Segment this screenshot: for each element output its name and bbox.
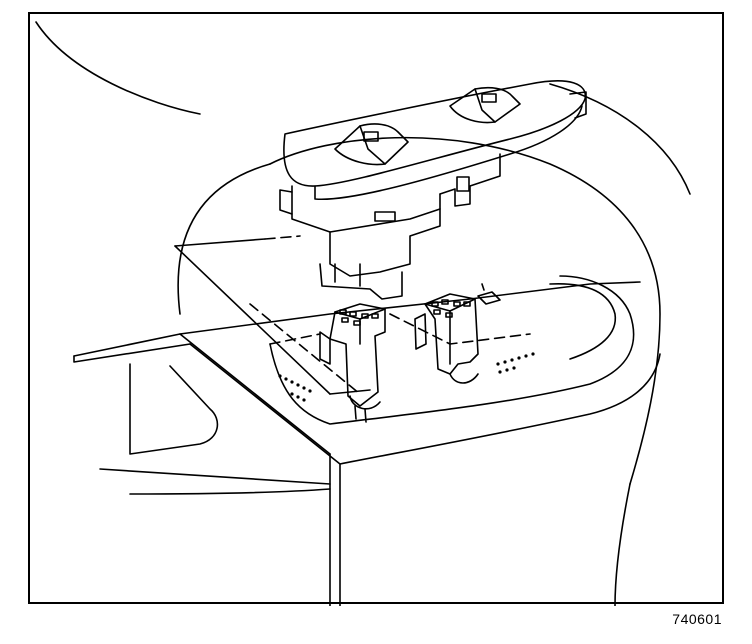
- door-switch-illustration: [35, 21, 691, 606]
- alignment-plane: [174, 235, 531, 395]
- illustration-frame: [28, 12, 724, 606]
- mounting-dots: [278, 352, 535, 402]
- window-switch-assembly: [279, 80, 587, 300]
- electrical-connector-right: [414, 293, 479, 384]
- retainer-clip: [477, 283, 501, 305]
- door-trim-panel: [35, 21, 691, 606]
- figure-number: 740601: [672, 611, 722, 627]
- electrical-connector-left: [319, 303, 386, 423]
- door-armrest-panel: [73, 275, 661, 606]
